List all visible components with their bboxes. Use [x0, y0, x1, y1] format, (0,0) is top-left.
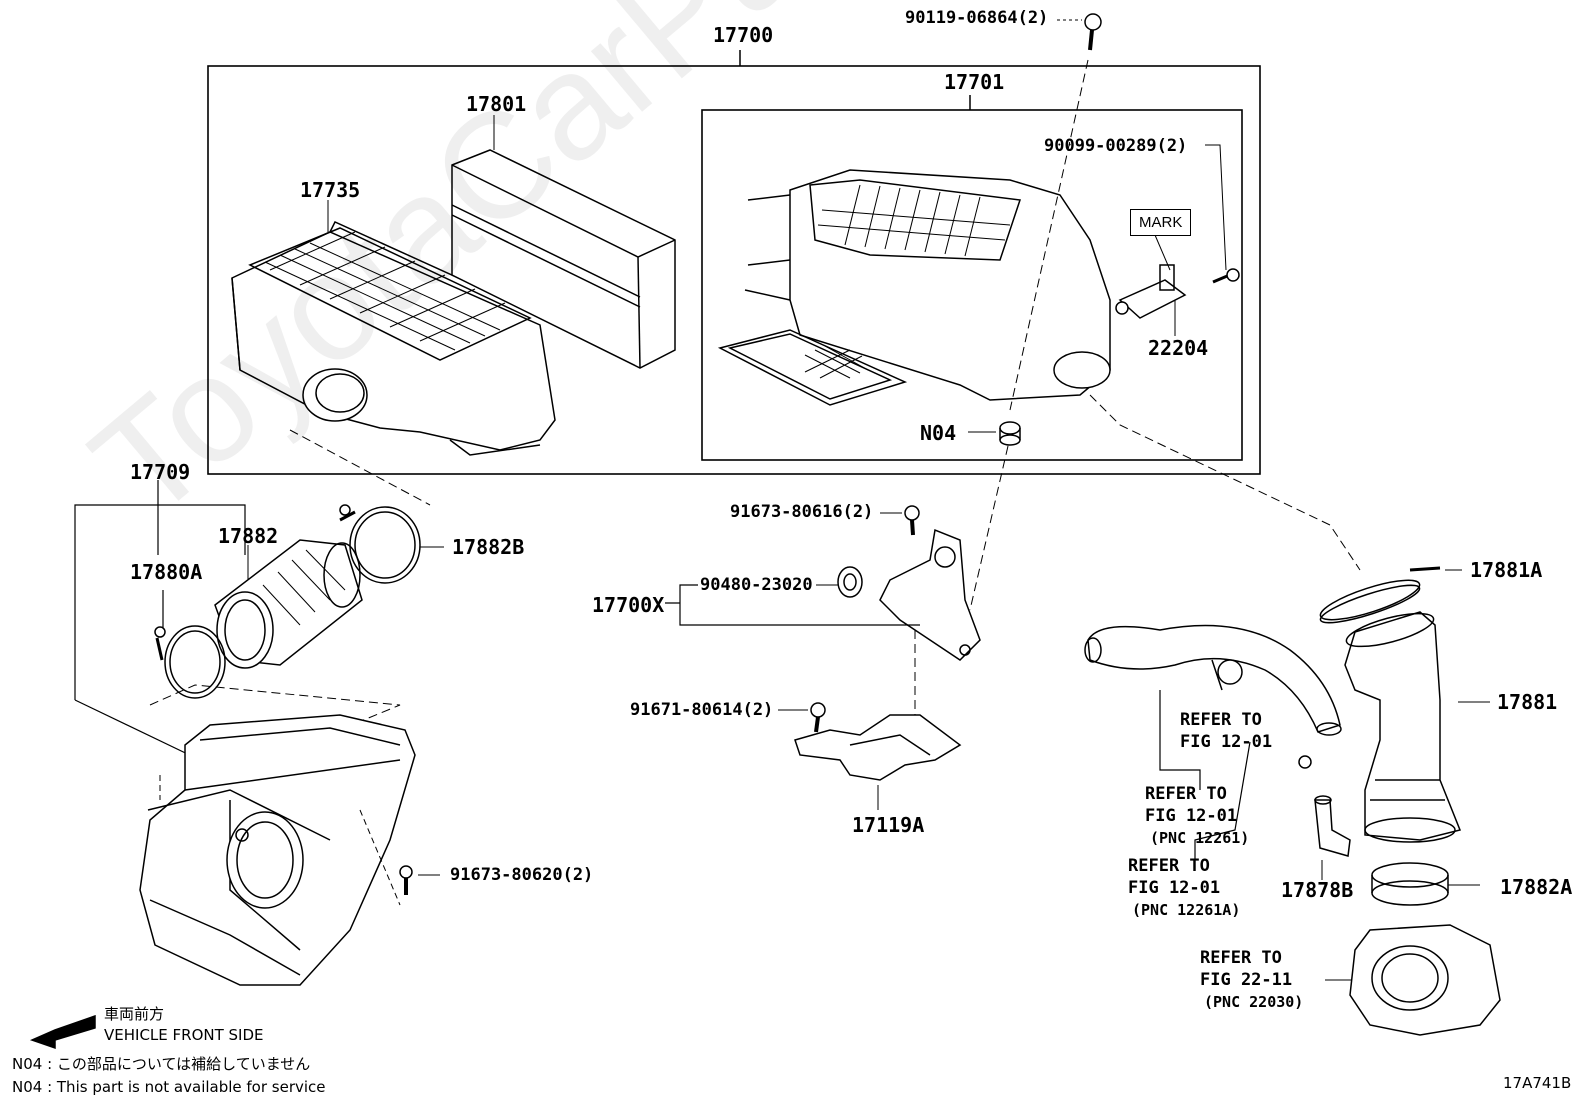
bolt-91673-80616 — [880, 505, 920, 536]
hose-clamp-17882a — [1371, 862, 1480, 906]
n04-note-jp: N04 : この部品については補給していません — [12, 1055, 311, 1073]
hose-clamp-17882b — [339, 504, 444, 584]
n04-note-en: N04 : This part is not available for ser… — [12, 1078, 326, 1096]
screw-90119 — [1009, 13, 1102, 411]
front-side-en: VEHICLE FRONT SIDE — [104, 1026, 264, 1044]
grommet-n04 — [968, 421, 1021, 446]
assembly-frame-17700 — [207, 65, 1261, 475]
ref4-line1: REFER TO — [1200, 948, 1282, 968]
label-17119a: 17119A — [852, 813, 925, 837]
fitting-17878b — [1298, 755, 1351, 880]
label-17801: 17801 — [466, 92, 527, 116]
ref1-line2: FIG 12-01 — [1180, 732, 1273, 752]
label-17735: 17735 — [300, 178, 361, 202]
bracket-17119a — [794, 714, 962, 781]
ref2-line1: REFER TO — [1145, 784, 1227, 804]
ref4-line3: (PNC 22030) — [1204, 993, 1304, 1011]
label-90480-23020: 90480-23020 — [700, 575, 813, 595]
label-90119-06864: 90119-06864(2) — [905, 8, 1049, 28]
label-91671-80614: 91671-80614(2) — [630, 700, 774, 720]
intake-hose-17882 — [214, 539, 363, 669]
air-cleaner-lower-body — [139, 714, 416, 986]
label-17881a: 17881A — [1470, 558, 1543, 582]
throttle-body — [1325, 924, 1501, 1036]
ref3-line2: FIG 12-01 — [1128, 878, 1221, 898]
grommet-90480 — [816, 566, 863, 598]
ref2-line2: FIG 12-01 — [1145, 806, 1238, 826]
front-side-jp: 車両前方 — [104, 1005, 165, 1023]
screw-90099 — [1205, 144, 1240, 284]
bracket-17700x — [879, 528, 981, 661]
ref4-line2: FIG 22-11 — [1200, 970, 1293, 990]
label-22204: 22204 — [1148, 336, 1209, 360]
ref1-line1: REFER TO — [1180, 710, 1262, 730]
air-cleaner-case-17701 — [717, 169, 1111, 406]
label-17700x: 17700X — [592, 593, 665, 617]
breather-hose — [1084, 624, 1342, 736]
intake-duct-17881 — [1344, 611, 1490, 843]
callout-bracket-17709 — [74, 480, 246, 761]
label-17700: 17700 — [713, 23, 774, 47]
figure-id: 17A741B — [1503, 1074, 1572, 1092]
label-n04: N04 — [920, 421, 957, 445]
hose-clamp-17880a — [154, 625, 226, 699]
label-91673-80620: 91673-80620(2) — [450, 865, 594, 885]
label-17880a: 17880A — [130, 560, 203, 584]
air-cleaner-cap-17735 — [231, 221, 556, 456]
label-17878b: 17878B — [1281, 878, 1354, 902]
ref2-line3: (PNC 12261) — [1150, 829, 1250, 847]
bolt-91673-80620 — [399, 865, 440, 895]
label-17701: 17701 — [944, 70, 1005, 94]
bolt-91671-80614 — [778, 702, 826, 733]
filter-element-17801 — [451, 149, 676, 369]
ref3-line1: REFER TO — [1128, 856, 1210, 876]
assembly-frame-17701 — [701, 109, 1243, 461]
mass-air-flow-meter-22204 — [1115, 264, 1187, 319]
label-17882a: 17882A — [1500, 875, 1573, 899]
mark-box: MARK — [1130, 209, 1192, 236]
label-91673-80616: 91673-80616(2) — [730, 502, 874, 522]
label-17881: 17881 — [1497, 690, 1558, 714]
label-90099-00289: 90099-00289(2) — [1044, 136, 1188, 156]
front-direction-arrow — [29, 1014, 96, 1050]
label-17882: 17882 — [218, 524, 279, 548]
label-17882b: 17882B — [452, 535, 525, 559]
ref3-line3: (PNC 12261A) — [1132, 901, 1241, 919]
label-17709: 17709 — [130, 460, 191, 484]
hose-clamp-17881a — [1319, 566, 1462, 624]
